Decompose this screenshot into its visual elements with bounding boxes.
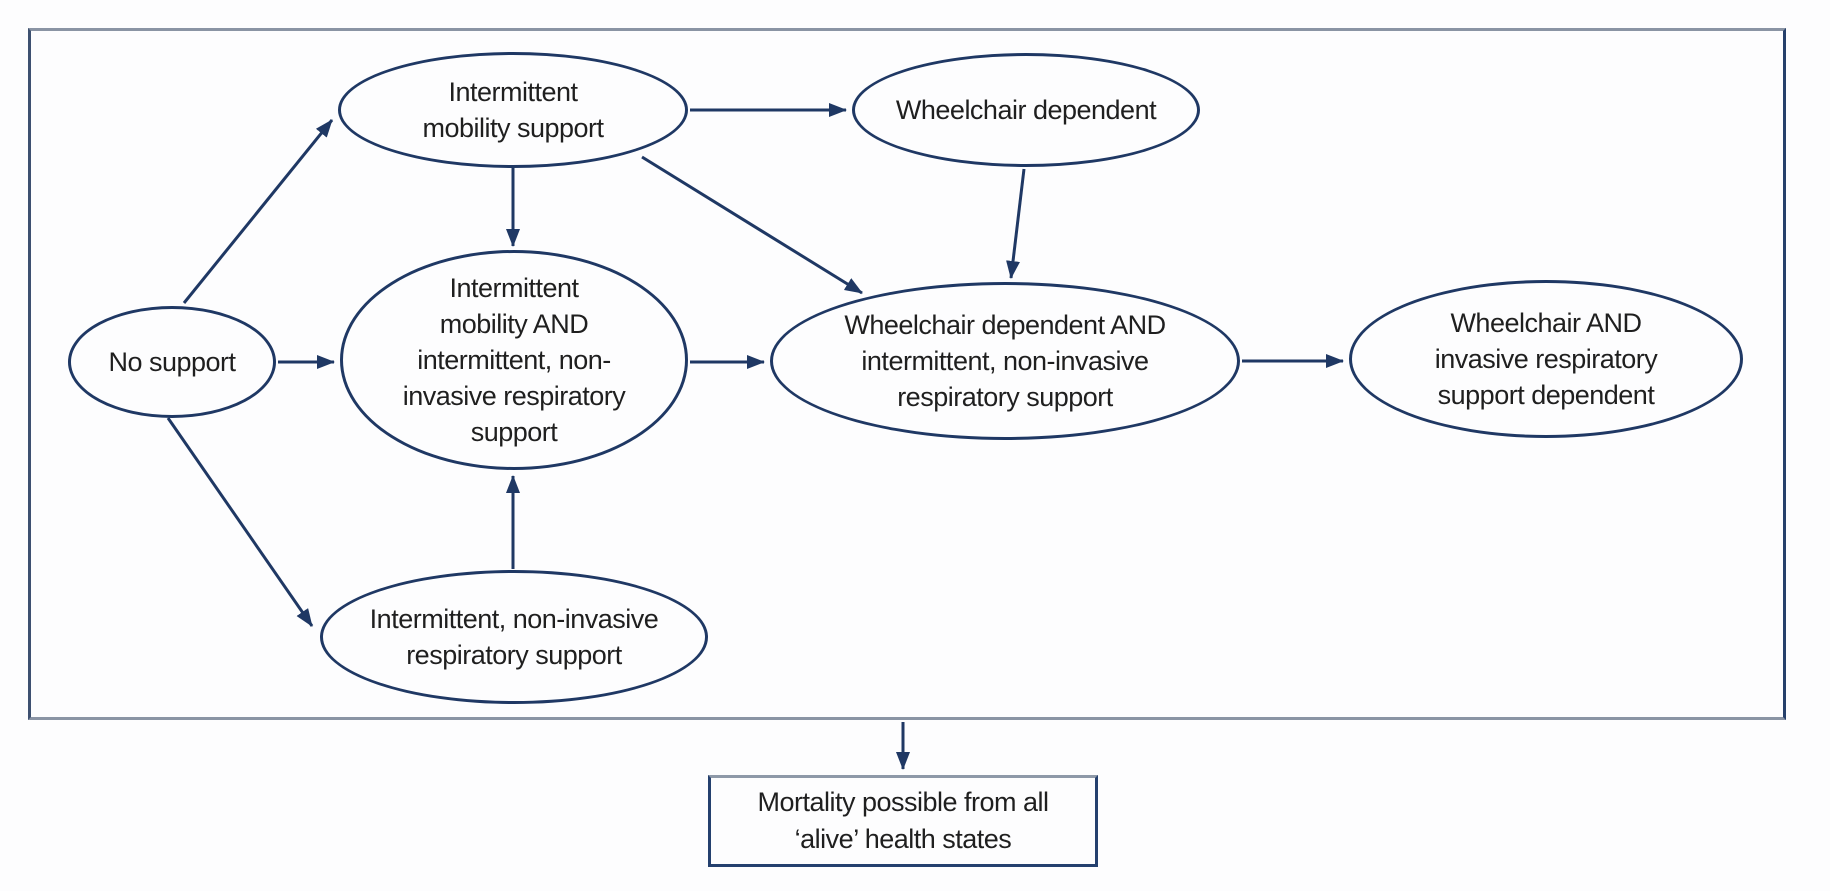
state-node-wheelchair-dependent-and-niv: Wheelchair dependent AND intermittent, n… (770, 282, 1240, 440)
mortality-note-box: Mortality possible from all ‘alive’ heal… (708, 775, 1098, 867)
state-node-wheelchair-and-invasive-dependent: Wheelchair AND invasive respiratory supp… (1349, 280, 1743, 438)
state-label-no-support: No support (108, 347, 236, 377)
state-label-wheelchair-dependent-and-niv: Wheelchair dependent AND intermittent, n… (844, 310, 1166, 412)
state-node-wheelchair-dependent: Wheelchair dependent (852, 53, 1200, 167)
state-node-intermittent-niv: Intermittent, non-invasive respiratory s… (320, 570, 708, 704)
state-node-intermittent-mobility-support: Intermittent mobility support (338, 52, 688, 168)
state-label-wheelchair-and-invasive-dependent: Wheelchair AND invasive respiratory supp… (1434, 308, 1658, 410)
state-label-intermittent-mobility-and-niv: Intermittent mobility AND intermittent, … (402, 273, 626, 447)
state-node-intermittent-mobility-and-niv: Intermittent mobility AND intermittent, … (340, 250, 688, 470)
model-boundary-box (28, 28, 1786, 720)
state-label-intermittent-niv: Intermittent, non-invasive respiratory s… (369, 604, 659, 670)
state-label-intermittent-mobility-support: Intermittent mobility support (422, 77, 604, 143)
mortality-note-label: Mortality possible from all ‘alive’ heal… (757, 787, 1049, 854)
state-node-no-support: No support (68, 306, 276, 418)
state-label-wheelchair-dependent: Wheelchair dependent (895, 95, 1157, 125)
